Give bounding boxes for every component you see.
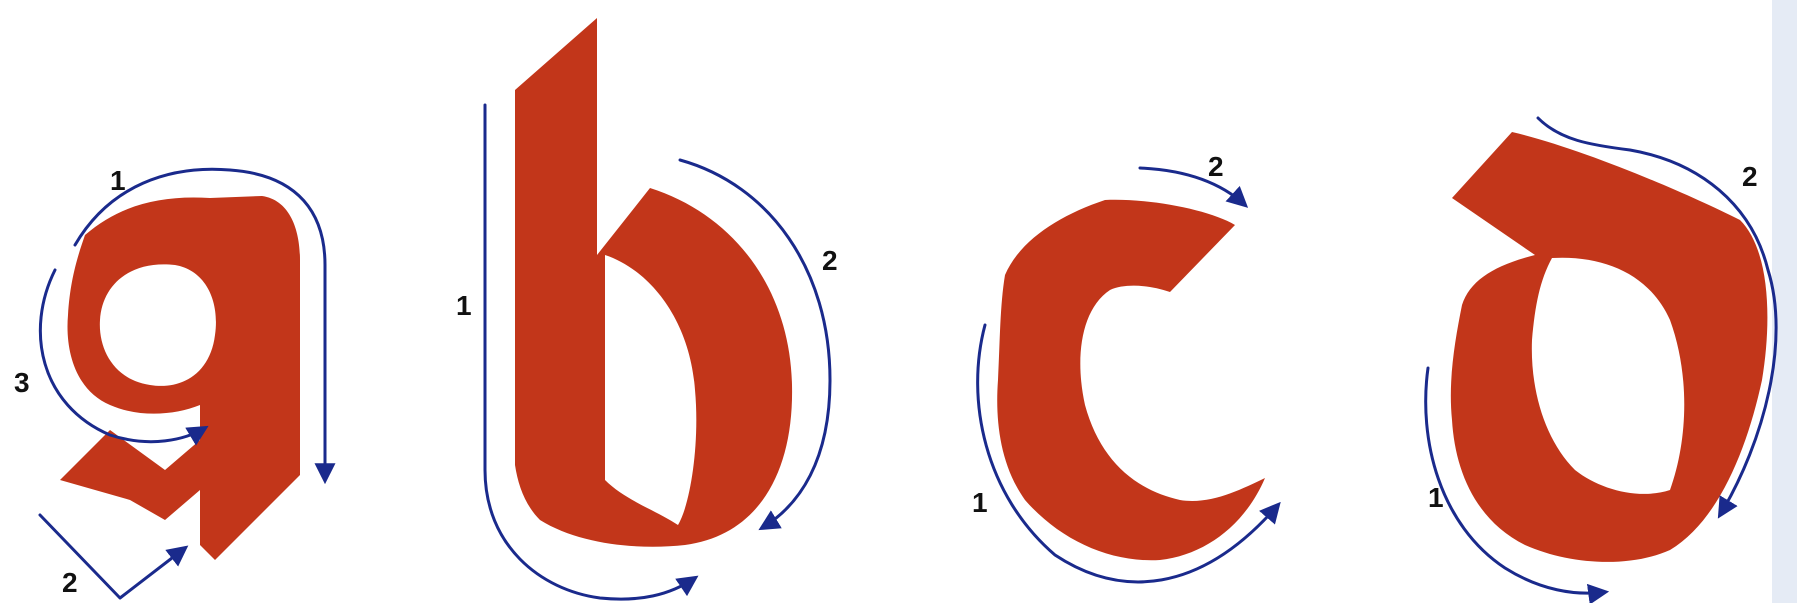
letter-c-group: 1 2	[972, 151, 1278, 582]
letter-b-group: 1 2	[456, 18, 838, 599]
letter-b-label-2: 2	[822, 245, 838, 276]
letter-d-group: 1 2	[1426, 118, 1776, 593]
letter-c-shape	[997, 200, 1265, 560]
letter-a-group: 1 2 3	[14, 165, 325, 598]
letter-c-label-2: 2	[1208, 151, 1224, 182]
letter-d-shape	[1451, 132, 1768, 562]
letter-b-label-1: 1	[456, 290, 472, 321]
letter-d-label-2: 2	[1742, 161, 1758, 192]
letter-b-shape	[515, 18, 792, 547]
letter-a-shape	[60, 196, 300, 560]
letter-d-label-1: 1	[1428, 482, 1444, 513]
letter-c-stroke-2-path	[1140, 168, 1245, 205]
letter-a-stroke-3-path	[40, 270, 205, 442]
letter-a-label-1: 1	[110, 165, 126, 196]
letter-c-label-1: 1	[972, 487, 988, 518]
letter-a-label-3: 3	[14, 367, 30, 398]
letter-a-label-2: 2	[62, 567, 78, 598]
